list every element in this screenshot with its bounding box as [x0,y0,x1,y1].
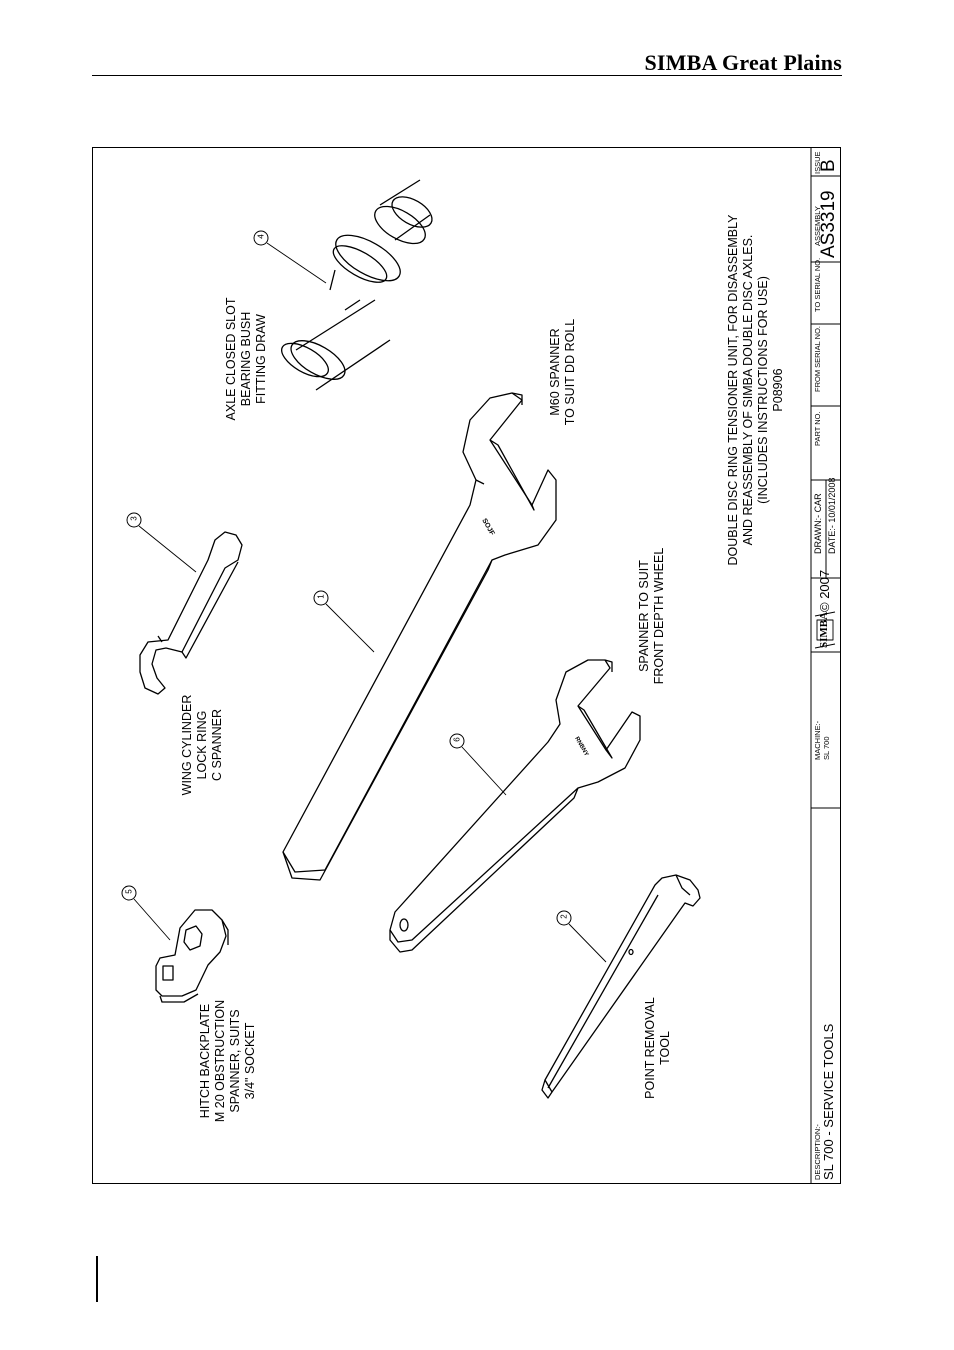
axle-draw-tool-outline [281,179,433,391]
callout-number-6: 6 [452,737,462,742]
tb-issue: B [818,159,839,172]
tb-simba-logo-text: SIMBA [818,611,830,648]
point-removal-tool-outline [541,874,701,1099]
tensioner-note: DOUBLE DISC RING TENSIONER UNIT, FOR DIS… [726,214,785,566]
c-spanner-outline [139,531,243,695]
callout-number-3: 3 [129,516,139,521]
callout-number-2: 2 [559,914,569,919]
header-rule [92,75,842,76]
callout-number-5: 5 [124,889,134,894]
front-depth-spanner-outline [389,659,641,953]
front-depth-stamp: RNBNY [573,736,589,757]
m60-spanner-outline [282,392,557,881]
margin-bar [96,1256,98,1302]
tb-machine-label: MACHINE:- [813,720,822,760]
tb-assembly: AS3319 [818,190,839,258]
m60-stamp: SOJF [480,518,496,538]
tb-date: DATE:- 10/01/2008 [827,477,837,554]
callout-number-1: 1 [316,594,326,599]
hitch-backplate-spanner-outline [155,909,229,1003]
title-block-lines [810,147,841,1184]
tb-to-serial-label: TO SERIAL NO. [813,257,822,312]
tb-copyright: © 2007 [817,569,832,612]
callout-circles [121,230,572,926]
brand-title: SIMBA Great Plains [644,50,842,75]
simba-logo-mark [814,611,836,649]
callout-number-4: 4 [256,234,266,239]
leader-lines [133,242,607,963]
tb-machine: SL 700 [822,736,831,761]
tb-drawn: DRAWN:- CAR [813,493,823,554]
tb-from-serial-label: FROM SERIAL NO. [813,326,822,392]
tb-part-no-label: PART NO. [813,411,822,446]
drawing-frame [92,147,841,1184]
tb-description: SL 700 - SERVICE TOOLS [821,1023,836,1180]
